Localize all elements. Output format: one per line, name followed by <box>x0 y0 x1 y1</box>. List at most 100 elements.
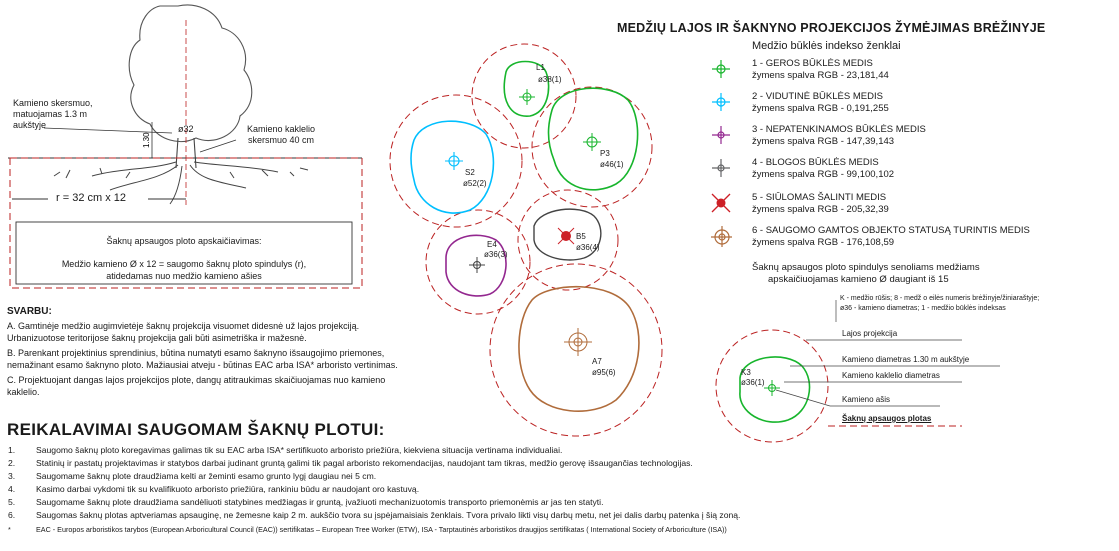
legend-item-3-title: 3 - NEPATENKINAMOS BŪKLĖS MEDIS <box>752 124 926 135</box>
root-zone-a7 <box>489 263 663 437</box>
root-zone-p3 <box>531 86 653 208</box>
key-root-label: Šaknų apsaugos plotas <box>842 414 932 423</box>
marker-a7 <box>564 328 592 356</box>
crown-s2 <box>410 120 495 214</box>
legend-item-3-rgb: žymens spalva RGB - 147,39,143 <box>752 136 895 147</box>
crown-e4 <box>445 234 507 297</box>
tree-dia-b5: ø36(4) <box>576 243 600 252</box>
key-diameter-label: Kamieno diametras 1.30 m aukštyje <box>842 355 970 364</box>
marker-p3 <box>583 133 601 151</box>
radius-label: r = 32 cm x 12 <box>56 192 127 204</box>
tree-label-l1: L1 <box>536 63 545 72</box>
legend-item-6-rgb: žymens spalva RGB - 176,108,59 <box>752 237 895 248</box>
collar-diameter-label: Kamieno kaklelio skersmuo 40 cm <box>246 124 316 145</box>
marker-s2 <box>445 152 463 170</box>
requirement-1: 1.Saugomo šaknų ploto koregavimas galima… <box>8 445 563 455</box>
trunk-value-label: ø32 <box>178 124 194 134</box>
tree-dia-s2: ø52(2) <box>463 179 487 188</box>
calc-line2: atidedamas nuo medžio kamieno ašies <box>106 271 262 281</box>
requirement-footnote: *EAC - Europos arboristikos tarybos (Eur… <box>8 525 727 534</box>
crown-l1 <box>503 60 550 117</box>
tree-dia-l1: ø38(1) <box>538 75 562 84</box>
legend-item-1-title: 1 - GEROS BŪKLĖS MEDIS <box>752 58 873 69</box>
key-root-zone <box>715 329 829 443</box>
tree-label-s2: S2 <box>465 168 475 177</box>
tree-dia-e4: ø36(3) <box>484 250 508 259</box>
legend-item-4-title: 4 - BLOGOS BŪKLĖS MEDIS <box>752 157 879 168</box>
key-tree-id: K3 <box>741 368 751 377</box>
important-b1: B. Parenkant projektinius sprendinius, b… <box>7 348 385 358</box>
key-crown <box>739 356 811 423</box>
key-axis-label: Kamieno ašis <box>842 395 891 404</box>
important-b2: nemažinant esamo šaknyno ploto. Mažiausi… <box>7 360 398 370</box>
root-zone-l1 <box>471 43 577 149</box>
legend-item-6-title: 6 - SAUGOMO GAMTOS OBJEKTO STATUSĄ TURIN… <box>752 225 1030 236</box>
legend-item-5-rgb: žymens spalva RGB - 205,32,39 <box>752 204 889 215</box>
marker-b5 <box>557 227 575 245</box>
legend-item-6: 6 - SAUGOMO GAMTOS OBJEKTO STATUSĄ TURIN… <box>710 225 1119 255</box>
tree-label-a7: A7 <box>592 357 602 366</box>
root-zone-s2 <box>389 94 523 228</box>
unsatisfactory-condition-icon <box>712 126 730 144</box>
legend-item-5: 5 - SIŪLOMAS ŠALINTI MEDIS žymens spalva… <box>710 192 1119 222</box>
tree-dia-p3: ø46(1) <box>600 160 624 169</box>
tree-label-b5: B5 <box>576 232 586 241</box>
tree-section-sketch: 1.30 <box>8 4 363 289</box>
legend-item-2: 2 - VIDUTINĖ BŪKLĖS MEDIS žymens spalva … <box>710 91 1119 121</box>
legend-heading: Medžio būklės indekso ženklai <box>752 40 901 52</box>
marker-l1 <box>519 89 535 105</box>
page-title: MEDŽIŲ LAJOS IR ŠAKNYNO PROJEKCIJOS ŽYMĖ… <box>617 21 1046 35</box>
legend-item-2-rgb: žymens spalva RGB - 0,191,255 <box>752 103 889 114</box>
crown-p3 <box>547 87 639 191</box>
important-a2: Urbanizuotose teritorijose šaknų projekc… <box>7 333 307 343</box>
calc-title: Šaknų apsaugos ploto apskaičiavimas: <box>106 236 262 246</box>
legend-item-4-rgb: žymens spalva RGB - 99,100,102 <box>752 169 895 180</box>
roots-sketch <box>53 161 309 205</box>
trunk-diameter-label: Kamieno skersmuo, matuojamas 1.3 m aukšt… <box>13 98 93 130</box>
protected-tree-icon <box>711 226 732 247</box>
important-c1: C. Projektuojant dangas lajos projekcijo… <box>7 375 386 385</box>
important-heading: SVARBU: <box>7 306 52 317</box>
poor-condition-icon <box>712 159 730 177</box>
requirement-4: 4.Kasimo darbai vykdomi tik su kvalifiku… <box>8 484 420 494</box>
legend-item-3: 3 - NEPATENKINAMOS BŪKLĖS MEDIS žymens s… <box>710 124 1119 154</box>
tree-label-e4: E4 <box>487 240 497 249</box>
key-marker <box>764 380 780 396</box>
calc-box <box>15 221 353 285</box>
root-zone-e4 <box>425 209 531 315</box>
requirement-6: 6.Saugomas šaknų plotas aptveriamas apsa… <box>8 510 741 520</box>
legend-item-1: 1 - GEROS BŪKLĖS MEDIS žymens spalva RGB… <box>710 58 1119 88</box>
tree-label-p3: P3 <box>600 149 610 158</box>
crown-b5 <box>533 208 602 261</box>
calc-line1: Medžio kamieno Ø x 12 = saugomo šaknų pl… <box>61 259 307 269</box>
legend-item-5-title: 5 - SIŪLOMAS ŠALINTI MEDIS <box>752 192 887 203</box>
good-condition-icon <box>712 60 730 78</box>
root-zone-b5 <box>517 189 619 291</box>
legend-note-1: Šaknų apsaugos ploto spindulys senoliams… <box>752 262 980 273</box>
key-crown-label: Lajos projekcija <box>842 329 898 338</box>
key-note-2: ø36 - kamieno diametras; 1 - medžio būkl… <box>840 305 1006 312</box>
key-collar-label: Kamieno kaklelio diametras <box>842 371 940 380</box>
tree-trunk <box>175 137 197 169</box>
legend-item-4: 4 - BLOGOS BŪKLĖS MEDIS žymens spalva RG… <box>710 157 1119 187</box>
remove-tree-icon <box>711 193 731 213</box>
root-protection-zone <box>9 157 363 289</box>
legend-note-2: apskaičiuojamas kamieno Ø daugiant iš 15 <box>768 274 949 285</box>
requirements-heading: REIKALAVIMAI SAUGOMAM ŠAKNŲ PLOTUI: <box>7 420 385 439</box>
legend-item-1-rgb: žymens spalva RGB - 23,181,44 <box>752 70 889 81</box>
key-note-1: K - medžio rūšis; 8 - medž o eilės numer… <box>840 295 1040 302</box>
crown-a7 <box>518 285 640 412</box>
key-tree-dia: ø36(1) <box>741 378 765 387</box>
important-c2: kaklelio. <box>7 387 40 397</box>
marker-e4 <box>469 257 485 273</box>
tree-dia-a7: ø95(6) <box>592 368 616 377</box>
requirement-3: 3.Saugomame šaknų plote draudžiama kelti… <box>8 471 377 481</box>
height-dim-label: 1.30 <box>142 132 151 148</box>
tree-crown-outline <box>128 4 253 142</box>
important-a1: A. Gamtinėje medžio augimvietėje šaknų p… <box>7 321 360 331</box>
requirement-5: 5.Saugomame šaknų plote draudžiama sandė… <box>8 497 604 507</box>
requirement-2: 2.Statinių ir pastatų projektavimas ir s… <box>8 458 693 468</box>
medium-condition-icon <box>712 93 730 111</box>
legend-item-2-title: 2 - VIDUTINĖ BŪKLĖS MEDIS <box>752 91 883 102</box>
